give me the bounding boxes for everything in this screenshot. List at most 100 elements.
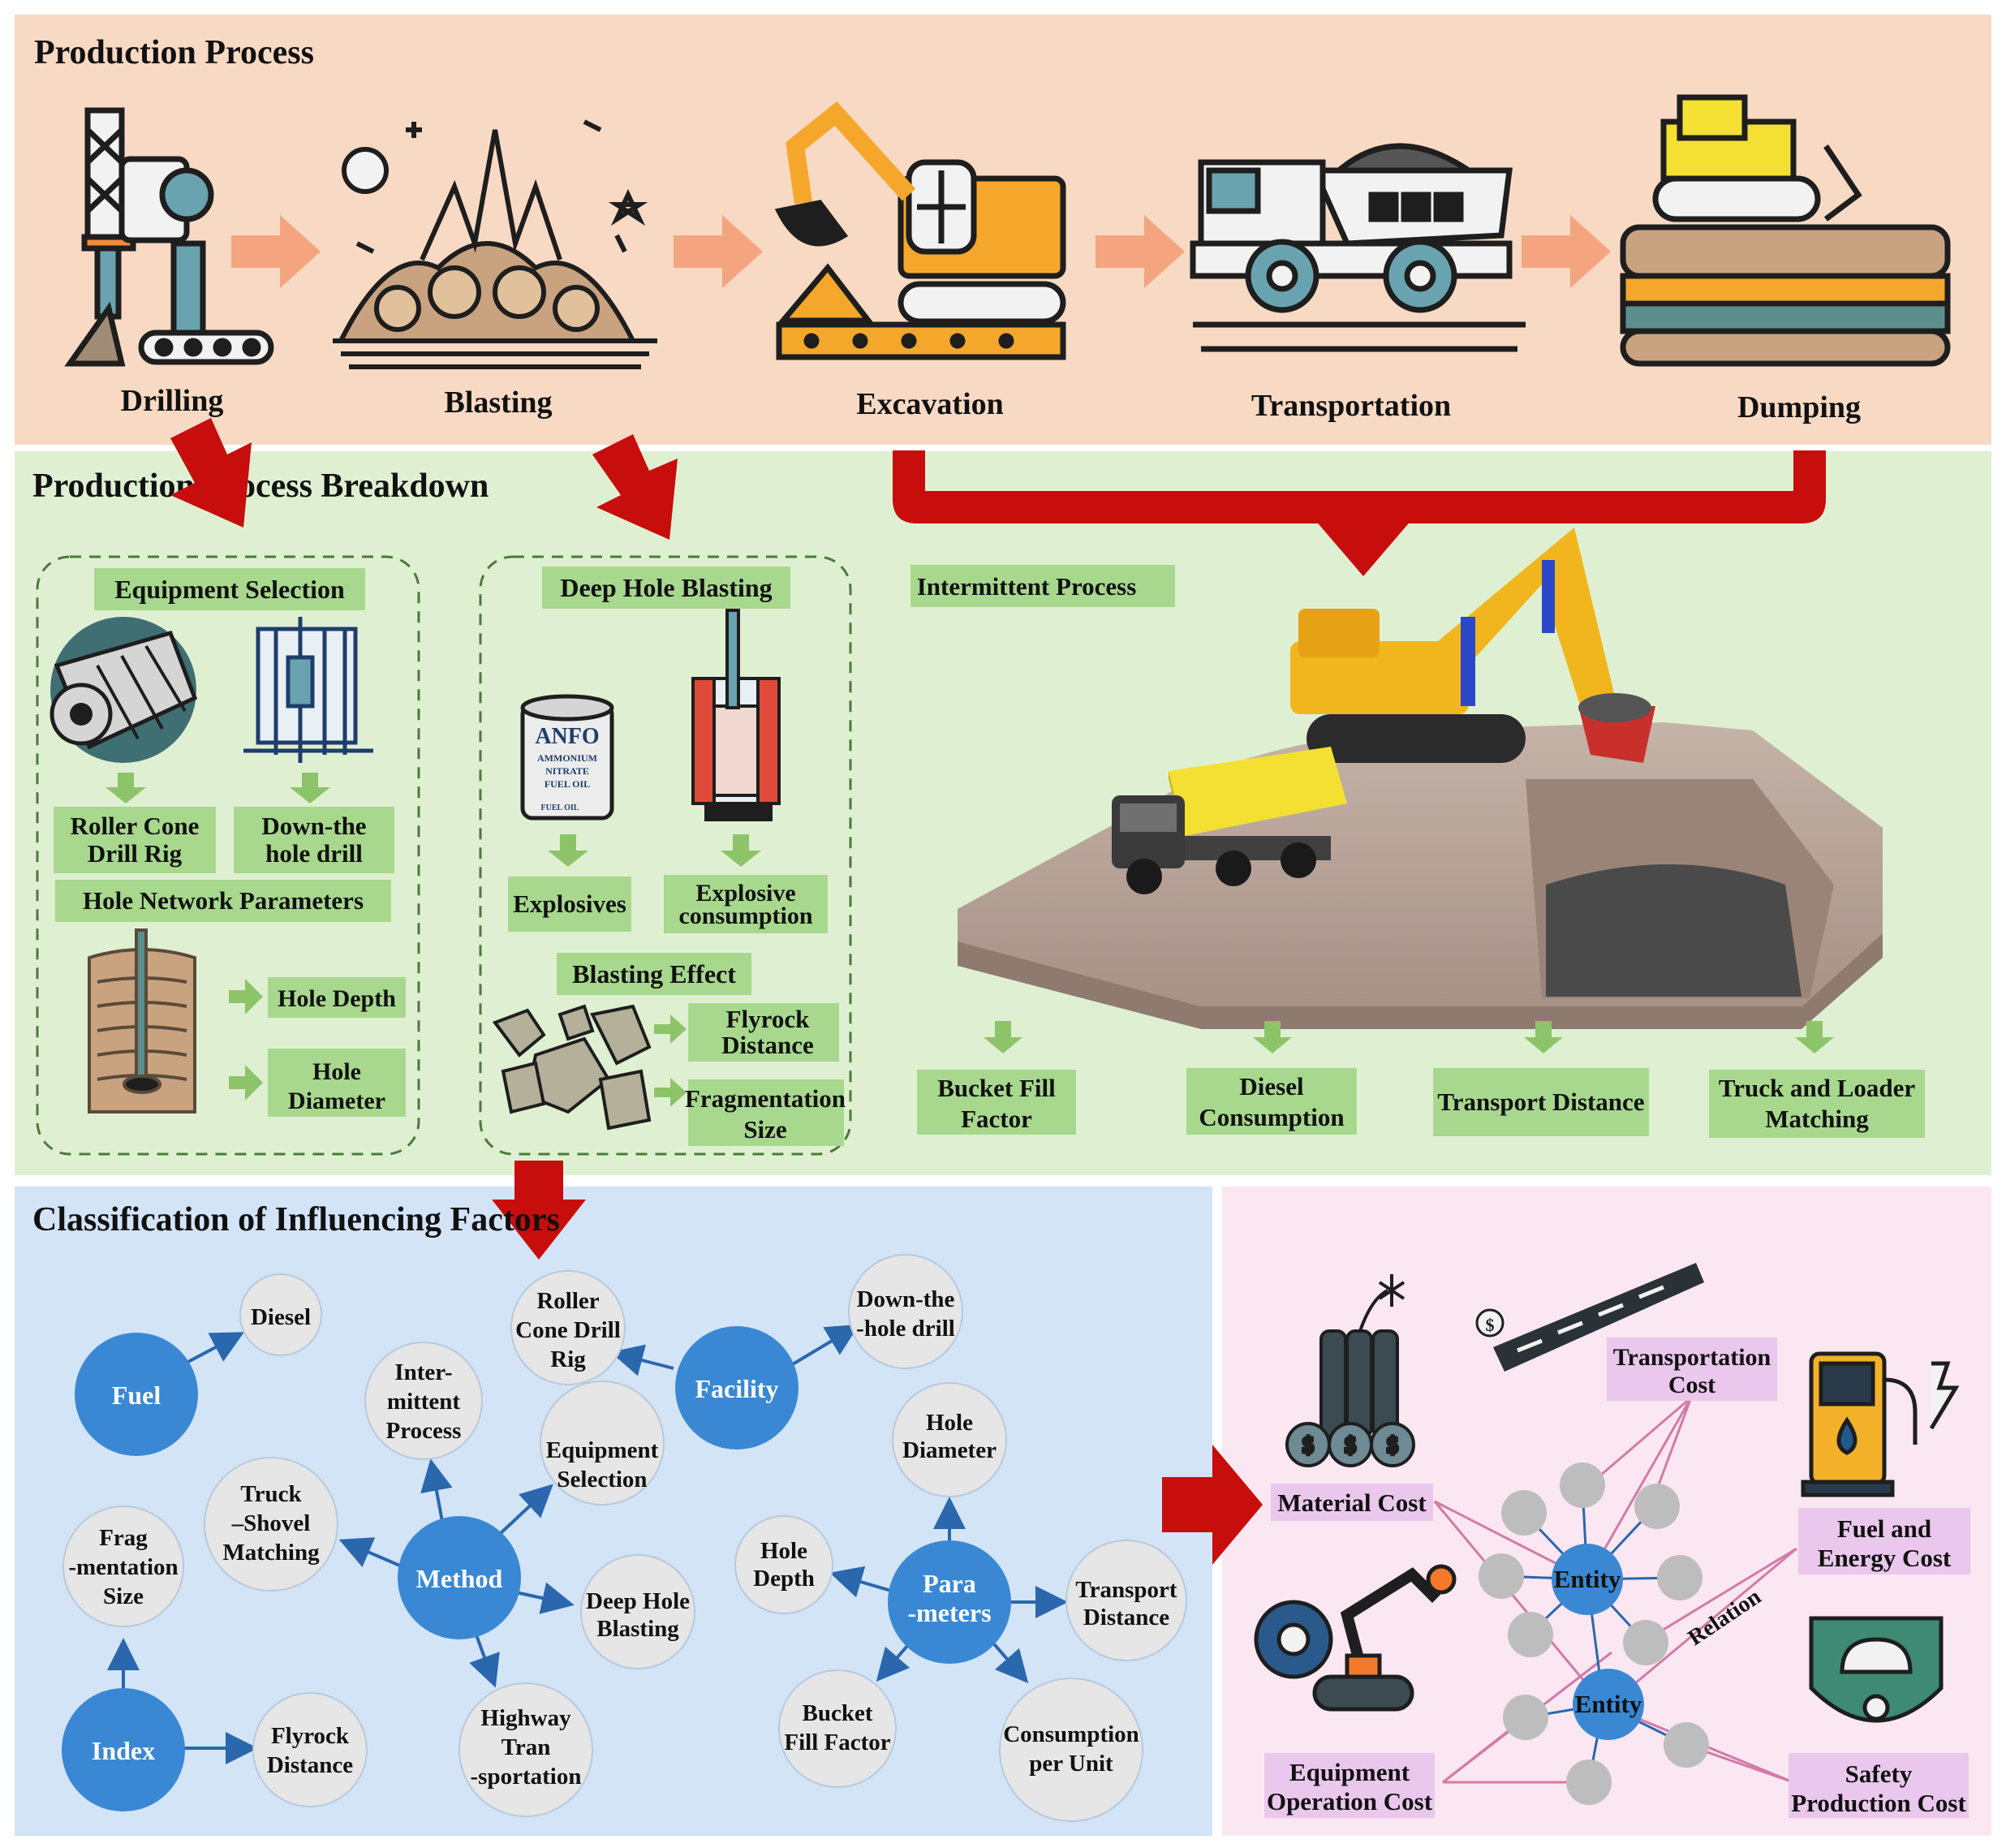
red-arrow-to-cost [1162,1445,1263,1565]
label-roller-cone-2: Drill Rig [88,839,183,868]
node-intermittent-1: Inter- [394,1359,452,1385]
red-bracket-intermittent [893,450,1826,523]
label-down-hole-bg [234,807,394,873]
green-arrow-transport [1524,1021,1563,1053]
rock-fragments-icon [492,1004,652,1131]
stage-label-drilling: Drilling [121,384,224,418]
grey-entity-dots [1479,1462,1709,1805]
label-hole-network-bg [55,880,391,922]
node-bucket-1: Bucket [803,1700,873,1726]
blasting-breakdown-box [479,555,852,1156]
node-flyrock-2: Distance [267,1752,353,1778]
node-method-label: Method [416,1564,503,1593]
node-transport-distance-2: Distance [1083,1605,1169,1630]
down-the-hole-drill-icon [243,617,373,763]
graph-edges [107,1324,1068,1764]
node-roller-3: Rig [550,1346,586,1372]
node-parameters-label-2: -meters [907,1598,991,1627]
label-explosives-bg [508,877,631,932]
label-material-cost: Material Cost [1277,1488,1427,1517]
green-arrow-bucket [984,1021,1022,1053]
node-parameters [888,1540,1011,1664]
node-intermittent-2: mittent [387,1389,461,1415]
label-hole-network: Hole Network Parameters [83,886,364,915]
green-arrow-fragmentation [654,1078,687,1107]
label-equipment-cost-1: Equipment [1289,1758,1410,1786]
node-fuel [75,1333,198,1456]
node-truck-shovel-3: Matching [222,1540,320,1566]
anfo-barrel-icon: ANFO AMMONIUM NITRATE FUEL OIL FUEL OIL [520,694,614,821]
green-arrow-hole-diameter [229,1065,263,1101]
label-equipment-cost-2: Operation Cost [1267,1787,1433,1816]
label-explosive-consumption-2: consumption [678,902,812,929]
label-matching-bg [1709,1070,1925,1138]
safety-shield-icon [1809,1616,1944,1723]
label-flyrock-1: Flyrock [726,1005,811,1033]
node-intermittent-3: Process [386,1418,462,1444]
label-bucket-bg [917,1070,1076,1135]
node-highway-2: Tran [502,1734,551,1760]
green-arrow-dth [290,773,330,803]
stage-label-dumping: Dumping [1737,390,1861,424]
node-equip-sel-1: Equipment [546,1437,659,1463]
node-index-label: Index [92,1736,155,1765]
node-index [62,1688,185,1811]
svg-text:FUEL OIL: FUEL OIL [541,803,579,812]
label-diesel-bg [1186,1068,1357,1135]
section-title-production-process: Production Process [34,34,314,71]
green-arrow-flyrock [654,1014,687,1044]
green-arrow-roller [105,773,146,803]
node-hole-depth-1: Hole [760,1538,807,1564]
label-intermittent: Intermittent Process [917,572,1137,601]
drilling-breakdown-box [36,555,420,1156]
label-hole-depth: Hole Depth [278,985,396,1012]
label-fragmentation-2: Size [743,1115,786,1144]
label-bucket-1: Bucket Fill [937,1074,1056,1102]
label-intermittent-bg [910,565,1175,607]
node-downhole-2: -hole drill [856,1316,955,1342]
node-fuel-label: Fuel [112,1381,161,1410]
svg-text:AMMONIUM: AMMONIUM [537,752,597,764]
node-hole-diameter-2: Diameter [902,1437,997,1463]
node-facility-label: Facility [695,1374,778,1403]
label-transport-bg [1433,1068,1649,1136]
node-downhole-1: Down-the [857,1286,955,1312]
label-diesel-1: Diesel [1239,1072,1304,1101]
label-blasting-effect: Blasting Effect [572,959,736,989]
grey-nodes [62,1254,1187,1822]
excavator-icon [774,101,1066,360]
node-deep-hole-2: Blasting [596,1616,679,1642]
svg-text:NITRATE: NITRATE [545,765,589,777]
label-deep-hole-bg [542,566,790,609]
roller-cone-bit-icon [50,617,198,763]
process-arrow-4 [1522,215,1611,288]
label-explosive-consumption-bg [664,875,828,933]
label-material-cost-bg [1271,1484,1433,1521]
label-blasting-effect-bg [557,953,751,995]
borehole-icon [88,928,196,1114]
label-safety-cost-1: Safety [1845,1760,1913,1788]
node-truck-shovel-1: Truck [240,1481,302,1507]
label-roller-cone-bg [54,807,216,873]
section-title-classification: Classification of Influencing Factors [32,1201,560,1238]
dump-truck-icon [1190,143,1526,352]
process-arrow-1 [231,215,321,288]
red-arrow-blasting [592,434,678,540]
dynamite-coins-icon: $ $ $ [1285,1274,1415,1467]
label-flyrock-2: Distance [721,1031,814,1059]
label-hole-diameter-1: Hole [312,1058,361,1085]
green-arrow-hole-depth [229,979,263,1014]
node-flyrock-1: Flyrock [271,1723,350,1749]
label-diesel-2: Consumption [1199,1103,1344,1131]
svg-text:$: $ [1486,1315,1495,1335]
svg-text:ANFO: ANFO [535,724,599,749]
svg-text:$: $ [1302,1433,1314,1458]
node-bucket-2: Fill Factor [784,1730,890,1755]
label-flyrock-bg [688,1003,839,1062]
node-roller-2: Cone Drill [515,1317,621,1343]
svg-text:$: $ [1345,1433,1356,1458]
entity-node-2 [1573,1669,1644,1740]
label-safety-cost-2: Production Cost [1791,1789,1966,1817]
label-fragmentation-bg [688,1079,844,1146]
